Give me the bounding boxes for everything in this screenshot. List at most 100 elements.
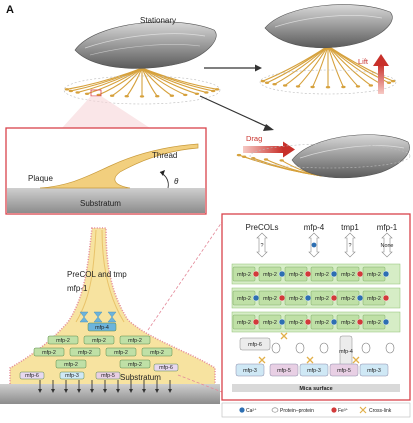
- thread-plaque: [369, 84, 373, 86]
- header-1: mfp-4: [304, 223, 325, 232]
- ca-ion: [357, 295, 363, 301]
- ca-ion: [305, 295, 311, 301]
- plaque-block-label: mfp-6: [159, 365, 173, 371]
- label-plaque: Plaque: [28, 174, 53, 183]
- plaque-block-label: mfp-2: [128, 338, 142, 344]
- thread-plaque: [85, 93, 89, 95]
- mfp2-cell-label: mfp-2: [341, 296, 355, 302]
- ca-ion: [279, 319, 285, 325]
- header-ca-dot: [312, 243, 317, 248]
- mfp2-cell-label: mfp-2: [263, 320, 277, 326]
- thread-plaque: [296, 85, 300, 87]
- thread-plaque: [125, 95, 129, 97]
- thread-plaque: [204, 91, 208, 93]
- thread-plaque: [326, 86, 330, 88]
- mfp2-cell-label: mfp-2: [315, 272, 329, 278]
- protein-protein-link: [386, 343, 394, 353]
- mfp5-label: mfp-5: [337, 368, 351, 374]
- byssal-thread: [67, 68, 142, 89]
- label-precol-tmp: PreCOL and tmp: [67, 270, 127, 279]
- fe-ion: [305, 271, 311, 277]
- thread-plaque: [310, 86, 314, 88]
- legend-fe: Fe³⁺: [338, 408, 349, 414]
- fe-ion: [279, 295, 285, 301]
- protein-protein-link: [362, 343, 370, 353]
- thread-plaque: [215, 88, 219, 90]
- plaque-block-label: mfp-2: [114, 350, 128, 356]
- ca-ion: [383, 319, 389, 325]
- legend-pp: Protein–protein: [280, 408, 314, 414]
- shell-drag: [292, 135, 410, 178]
- label-plaque-substratum: Substratum: [120, 373, 161, 382]
- plaque-block-label: mfp-2: [78, 350, 92, 356]
- connector-top: [148, 222, 222, 330]
- thread-plaque: [155, 95, 159, 97]
- drag-arrow: [243, 146, 283, 153]
- fe-ion: [331, 295, 337, 301]
- plaque-block-label: mfp-2: [56, 338, 70, 344]
- header-mark-0: ?: [261, 243, 264, 249]
- thread-plaque: [110, 95, 114, 97]
- thread-plaque: [211, 90, 215, 92]
- protein-protein-link: [272, 343, 280, 353]
- header-0: PreCOLs: [246, 223, 279, 232]
- ca-ion: [331, 271, 337, 277]
- thread-plaque: [69, 90, 73, 92]
- thread-plaque: [170, 95, 174, 97]
- mussel-lift: [260, 5, 396, 94]
- plaque-block-label: mfp-2: [150, 350, 164, 356]
- mfp2-cell-label: mfp-2: [263, 296, 277, 302]
- threads-lift: [261, 46, 396, 88]
- thread-plaque: [195, 93, 199, 95]
- mfp2-cell-label: mfp-2: [263, 272, 277, 278]
- ca-ion: [331, 319, 337, 325]
- mfp4-tall-label: mfp-4: [339, 349, 353, 355]
- thread-plaque: [65, 88, 69, 90]
- mfp6-label-left: mfp-6: [248, 342, 262, 348]
- thread-plaque: [391, 80, 395, 82]
- mfp2-cell-label: mfp-2: [367, 272, 381, 278]
- fe-ion: [253, 271, 259, 277]
- plaque-block-label: mfp-3: [65, 373, 79, 379]
- thread-plaque: [265, 82, 269, 84]
- thread-plaque: [356, 85, 360, 87]
- threads-stationary: [65, 68, 220, 98]
- thread-plaque: [183, 94, 187, 96]
- label-inset-substratum: Substratum: [80, 199, 121, 208]
- thread-plaque: [261, 80, 265, 82]
- thread-plaque: [237, 154, 241, 156]
- protein-protein-link: [296, 343, 304, 353]
- legend-fe-swatch: [331, 407, 336, 412]
- thread-plaque: [341, 86, 345, 88]
- plaque-body: [10, 228, 215, 392]
- mfp2-cell-label: mfp-2: [341, 272, 355, 278]
- thread-plaque: [140, 95, 144, 97]
- mfp5-label: mfp-5: [277, 368, 291, 374]
- header-2: tmp1: [341, 223, 359, 232]
- arrow-to-drag: [200, 96, 270, 128]
- lift-arrow: [378, 64, 384, 94]
- mfp2-cell-label: mfp-2: [237, 320, 251, 326]
- mfp2-cell-label: mfp-2: [289, 320, 303, 326]
- label-mica: Mica surface: [299, 386, 332, 392]
- thread-plaque: [75, 91, 79, 93]
- mfp2-cell-label: mfp-2: [289, 272, 303, 278]
- plaque-block-label: mfp-6: [25, 373, 39, 379]
- mfp2-cell-label: mfp-2: [237, 296, 251, 302]
- label-drag: Drag: [246, 134, 262, 143]
- label-lift: Lift: [358, 57, 369, 66]
- header-mark-1: ?: [349, 243, 352, 249]
- mfp2-cell-label: mfp-2: [367, 320, 381, 326]
- plaque-substratum: [0, 384, 220, 404]
- mfp3-label: mfp-3: [307, 368, 321, 374]
- label-thread: Thread: [152, 151, 177, 160]
- plaque-block-label: mfp-5: [101, 373, 115, 379]
- label-theta: θ: [174, 177, 179, 186]
- mfp2-cell-label: mfp-2: [315, 296, 329, 302]
- thread-plaque: [387, 82, 391, 84]
- ca-ion: [253, 295, 259, 301]
- header-mark-2: None: [381, 243, 394, 249]
- plaque-block-label: mfp-2: [92, 338, 106, 344]
